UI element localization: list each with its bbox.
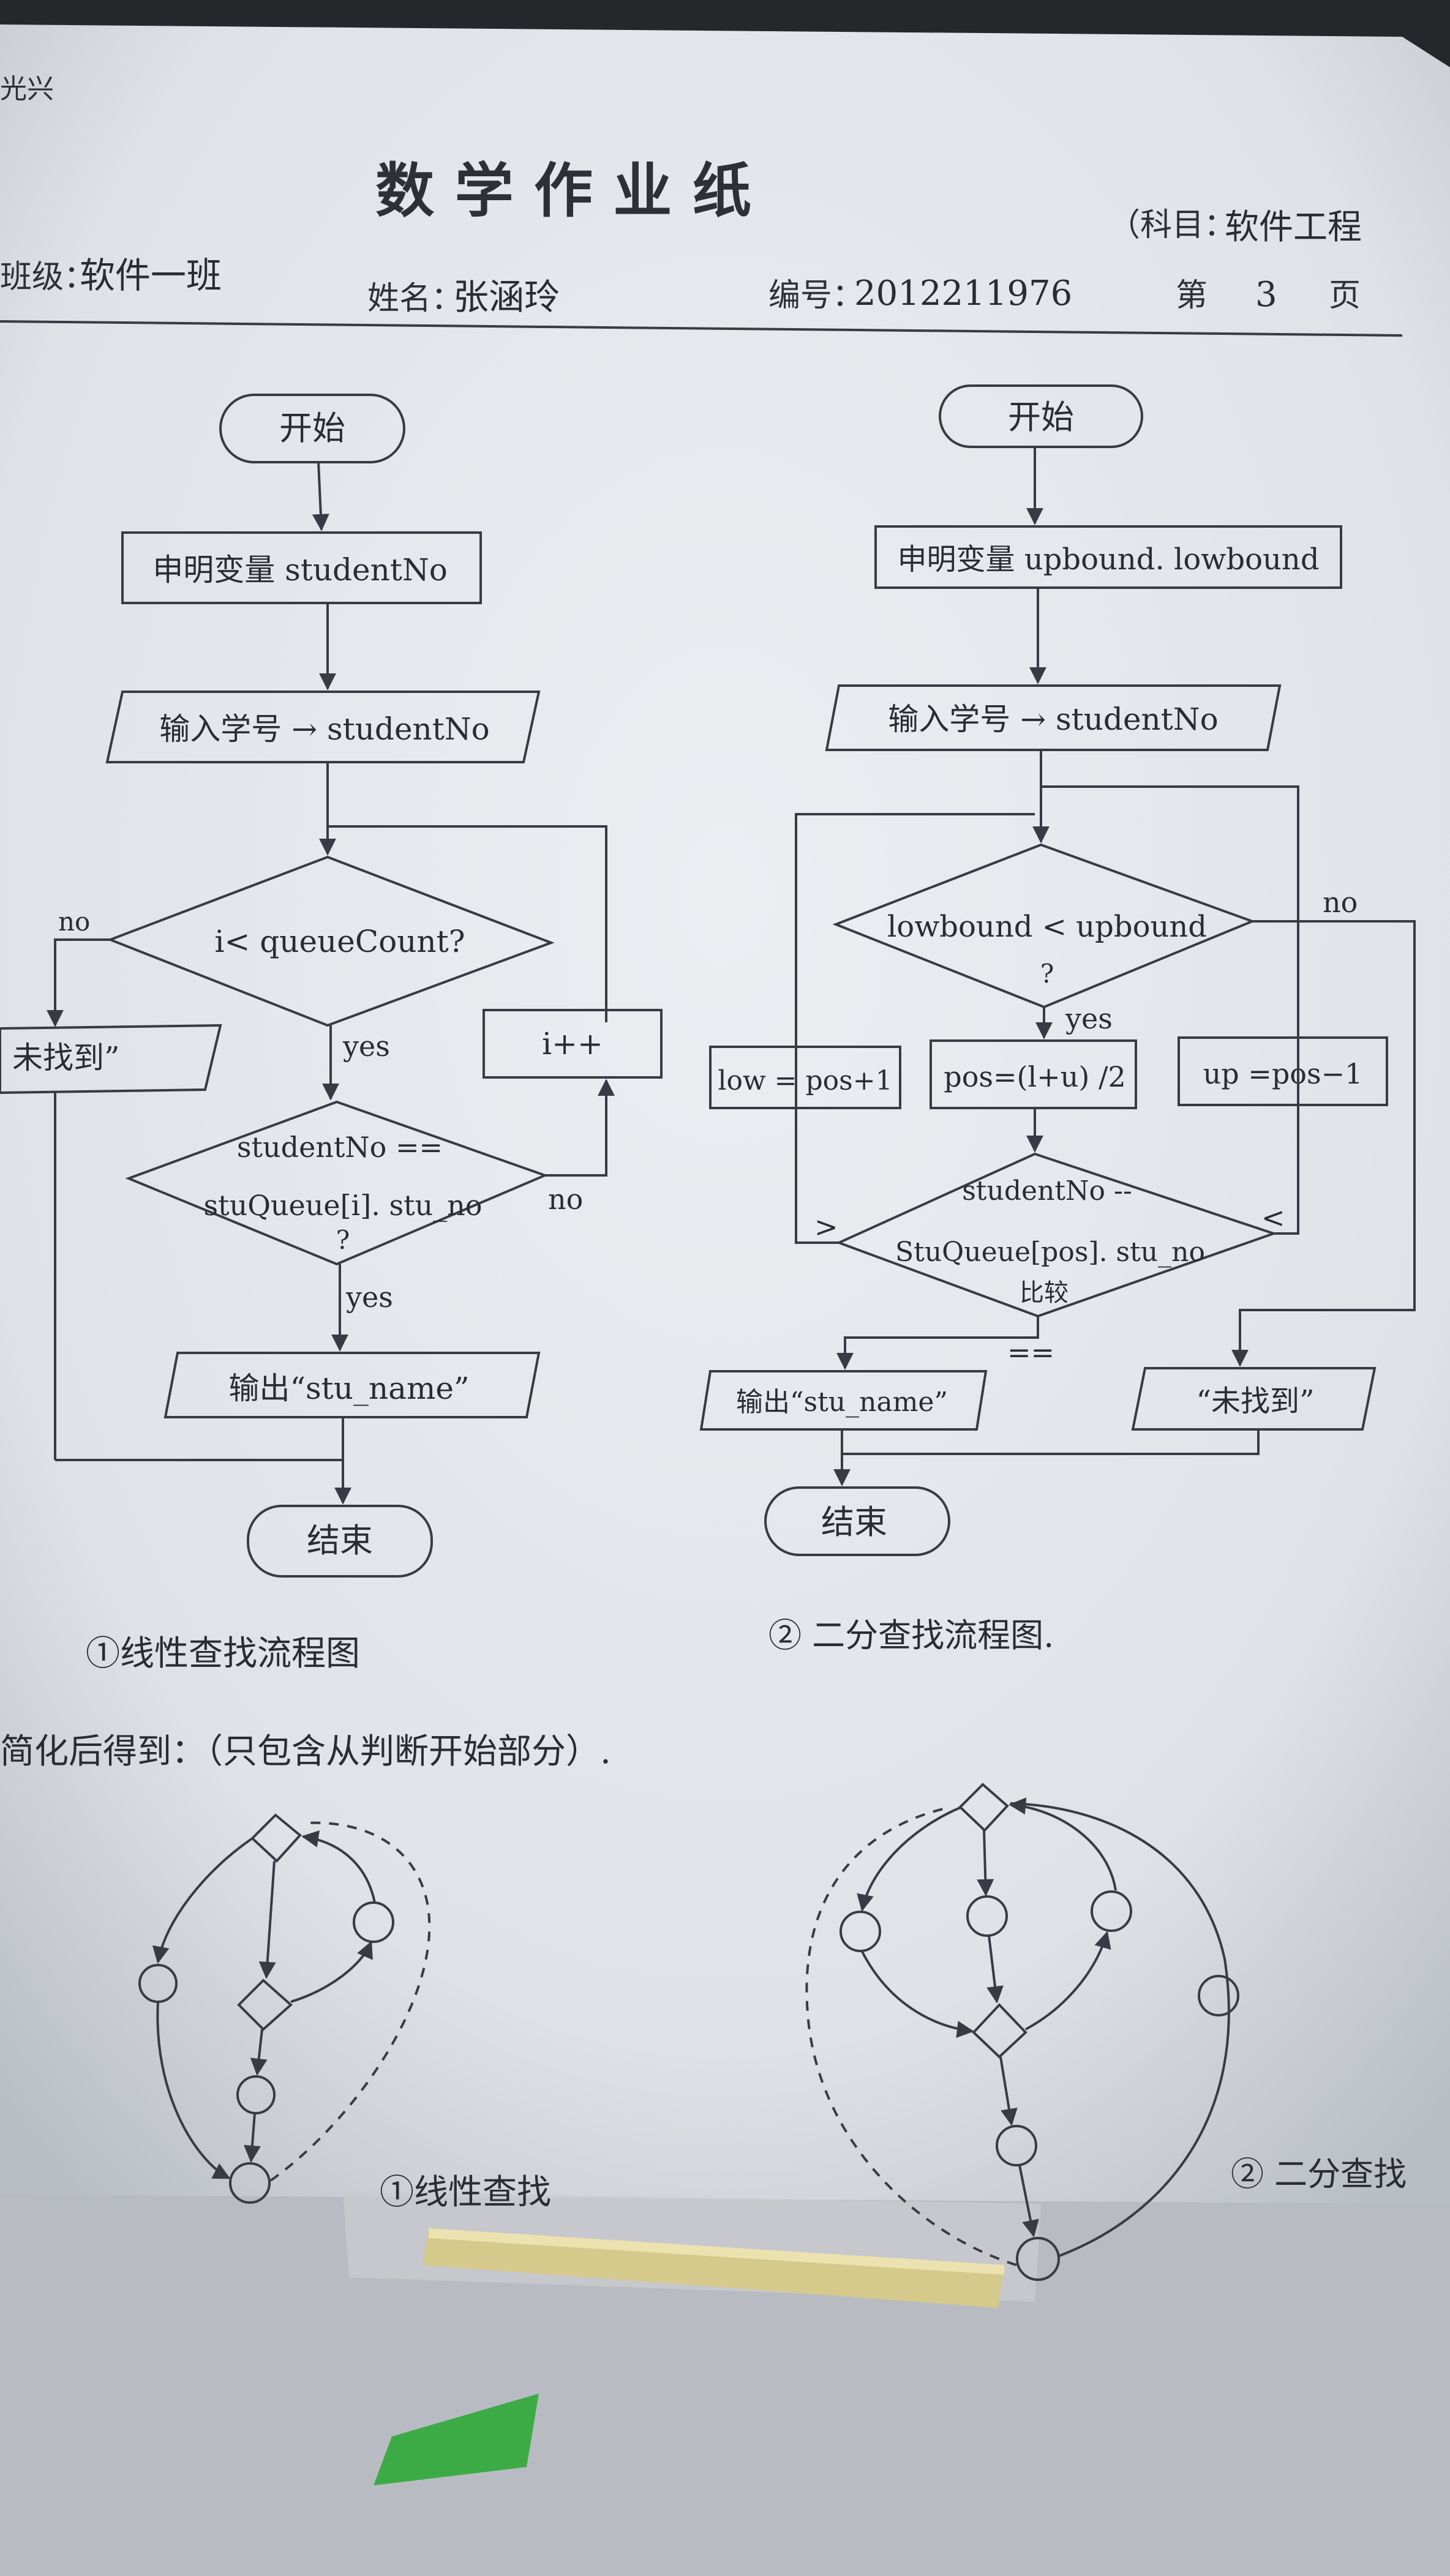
binary-low-box [709,1046,901,1109]
linear-cond1-no: no [58,907,90,937]
linear-compare-line1: studentNo == [237,1131,443,1164]
name-value: 张涵玲 [453,276,560,318]
lg-node-decision-top [250,1813,302,1863]
linear-compare-line2: stuQueue[i]. stu_no [203,1189,482,1222]
binary-end-terminal [764,1486,950,1556]
number-label: 编号： [768,277,864,314]
page-title: 数 学 作 业 纸 [375,157,751,225]
linear-output-label: 输出“stu_name” [228,1371,469,1406]
bg-node-below [996,2125,1037,2166]
binary-lt-label: < [1261,1201,1285,1234]
linear-compare-diamond [125,1100,549,1266]
linear-end-label: 结束 [307,1521,373,1560]
binary-notfound-parallelogram [1131,1367,1377,1431]
linear-cond1-yes: yes [342,1030,390,1063]
binary-cond1-no: no [1323,886,1358,919]
subject-value: 软件工程 [1225,208,1362,247]
linear-increment-label: i++ [542,1026,603,1061]
bg-node-left [840,1911,881,1952]
binary-input-label: 输入学号 → studentNo [888,702,1218,737]
name-label: 姓名： [367,280,463,317]
linear-declare-box [121,531,482,604]
linear-start-label: 开始 [279,409,345,447]
page-prefix: 第 [1176,277,1208,314]
linear-caption: ①线性查找流程图 [86,1634,360,1674]
linear-compare-yes: yes [345,1281,393,1314]
lg-node-bottom [229,2162,271,2204]
binary-declare-label: 申明变量 upbound. lowbound [897,542,1319,577]
linear-condition-loop [107,855,555,1027]
binary-graph-caption: ② 二分查找 [1231,2155,1407,2193]
number-value: 2012211976 [854,274,1072,313]
pencil-object [343,2192,1041,2308]
paper-sheet [0,24,1450,2204]
linear-increment-box [483,1009,663,1079]
class-label: 班级： [0,259,96,296]
binary-output-label: 输出“stu_name” [736,1387,948,1418]
corner-mark: 光兴 [0,73,54,105]
binary-caption: ② 二分查找流程图. [768,1616,1054,1655]
binary-cond1-yes: yes [1065,1002,1113,1035]
page-suffix: 页 [1329,277,1361,314]
linear-output-parallelogram [163,1352,541,1418]
binary-end-label: 结束 [821,1503,887,1541]
lg-node-below [236,2075,276,2114]
bg-node-decision-mid [972,2003,1027,2059]
linear-start-terminal [219,394,405,463]
binary-low-label: low = pos+1 [718,1065,892,1096]
binary-condition-line1: lowbound < upbound [887,910,1207,944]
binary-input-parallelogram [825,684,1282,751]
linear-notfound-parallelogram [0,1024,222,1095]
subject-label: （科目： [1108,207,1236,244]
linear-end-terminal [247,1505,433,1578]
linear-input-parallelogram [105,691,541,763]
green-paper-scrap [374,2394,539,2485]
binary-start-label: 开始 [1008,398,1074,436]
linear-compare-line3: ? [336,1225,350,1255]
page-number: 3 [1255,275,1277,315]
linear-input-label: 输入学号 → studentNo [159,711,489,747]
binary-compare-line3: 比较 [1020,1279,1069,1307]
linear-flow-graph: ①线性查找 [138,1813,551,2212]
binary-up-label: up =pos−1 [1203,1057,1363,1090]
binary-start-terminal [939,384,1143,448]
linear-flowchart: 开始 申明变量 studentNo 输入学号 → studentNo i< qu… [0,394,663,1674]
bg-node-center [966,1895,1008,1937]
simplified-heading: 简化后得到：（只包含从判断开始部分）. [0,1732,611,1772]
linear-notfound-label: 未找到” [12,1040,120,1076]
linear-condition-label: i< queueCount? [214,924,465,959]
bg-node-bottom [1016,2237,1060,2281]
binary-output-parallelogram [699,1370,988,1431]
binary-up-box [1178,1036,1388,1106]
binary-eq-label: == [1007,1336,1054,1369]
bg-node-right [1091,1890,1132,1932]
linear-graph-caption: ①线性查找 [380,2173,551,2212]
class-value: 软件一班 [80,255,222,296]
linear-compare-no: no [548,1183,583,1216]
binary-flow-graph: ② 二分查找 [805,1783,1407,2281]
binary-compare-line1: studentNo -- [962,1175,1132,1207]
binary-gt-label: > [814,1210,838,1243]
binary-pos-label: pos=(l+u) /2 [944,1060,1125,1093]
binary-pos-box [930,1039,1137,1109]
binary-condition-line2: ? [1040,959,1054,989]
binary-flowchart: 开始 申明变量 upbound. lowbound 输入学号 → student… [699,384,1416,1655]
binary-compare-line2: StuQueue[pos]. stu_no [895,1237,1205,1268]
header-rule [0,320,1403,337]
lg-node-decision-mid [237,1979,293,2031]
bg-node-far-right [1198,1975,1239,2016]
binary-declare-box [874,525,1342,589]
binary-notfound-label: “未找到” [1196,1384,1314,1418]
linear-declare-label: 申明变量 studentNo [152,552,448,588]
